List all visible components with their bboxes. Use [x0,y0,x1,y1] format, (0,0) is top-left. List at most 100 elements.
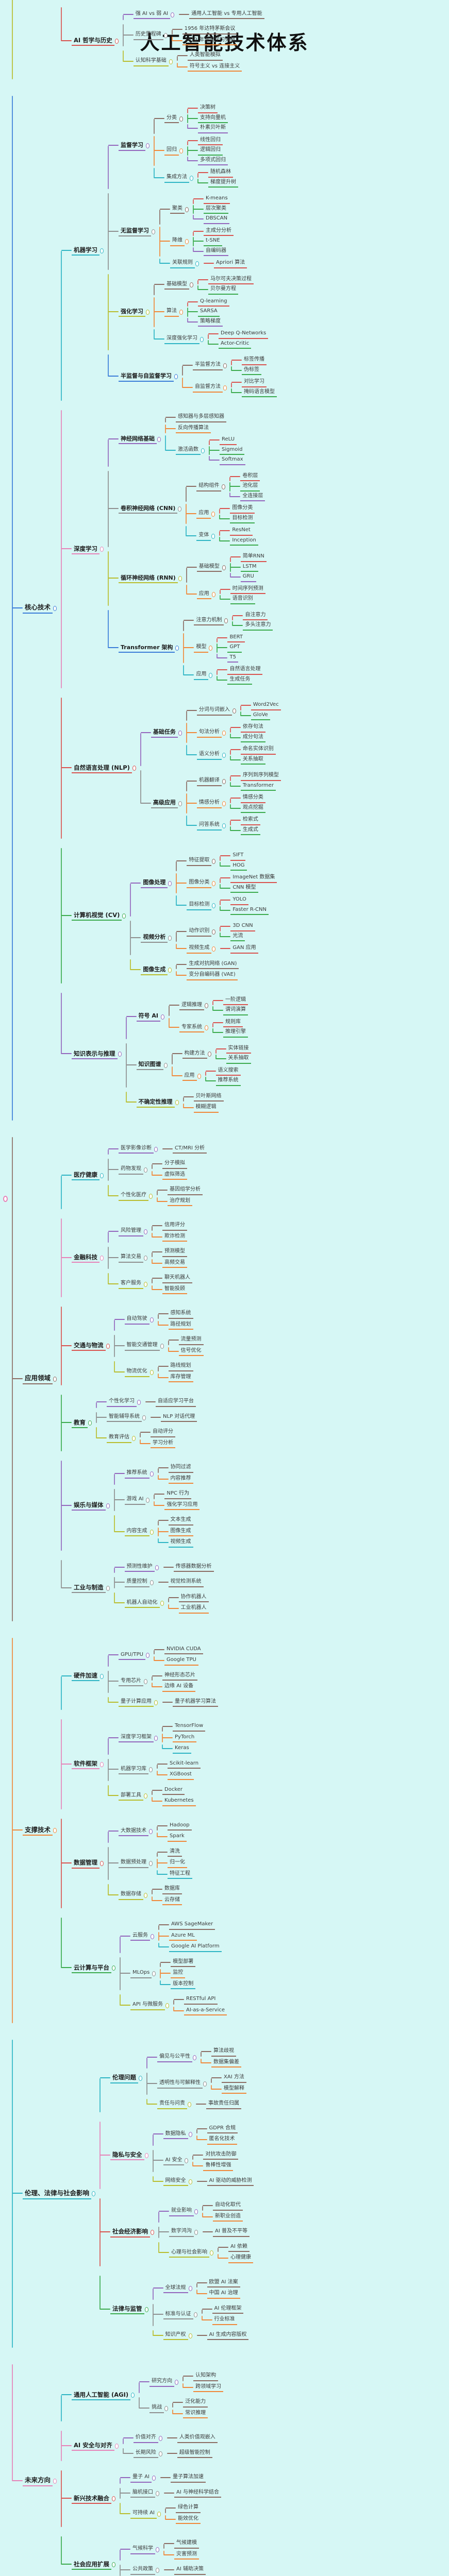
mindmap-node-label[interactable]: 风险管理 [119,1227,144,1236]
mindmap-node-label[interactable]: 深度学习 [72,545,100,554]
mindmap-node-label[interactable]: Deep Q-Networks [219,330,269,339]
branch-collapse-dot[interactable] [212,946,216,952]
branch-collapse-dot[interactable] [156,2490,160,2496]
branch-collapse-dot[interactable] [222,565,226,570]
mindmap-node-label[interactable]: 符号主义 vs 连接主义 [187,63,242,72]
mindmap-node-label[interactable]: DBSCAN [204,215,230,224]
branch-collapse-dot[interactable] [194,2209,198,2214]
mindmap-node-label[interactable]: 分子模拟 [162,1160,188,1169]
mindmap-node-label[interactable]: 循环神经网络 (RNN) [119,574,178,584]
mindmap-node-label[interactable]: 监控 [171,1969,186,1978]
mindmap-node-label[interactable]: PyTorch [173,1734,197,1743]
mindmap-node-label[interactable]: 工业与制造 [72,1583,106,1594]
branch-collapse-dot[interactable] [144,1892,148,1898]
mindmap-node-label[interactable]: 气候建模 [174,2539,199,2549]
mindmap-node-label[interactable]: 模型 [194,643,209,653]
mindmap-node-label[interactable]: Softmax [220,456,245,465]
mindmap-node-label[interactable]: 语义搜索 [215,1067,241,1076]
mindmap-node-label[interactable]: 云服务 [130,1932,151,1941]
mindmap-node-label[interactable]: 支持向量机 [198,114,228,124]
mindmap-node-label[interactable]: 自注意力 [243,612,268,621]
branch-collapse-dot[interactable] [179,310,184,315]
branch-collapse-dot[interactable] [156,2547,160,2552]
branch-collapse-dot[interactable] [188,2102,192,2107]
branch-collapse-dot[interactable] [175,1100,179,1106]
branch-collapse-dot[interactable] [203,2081,207,2087]
branch-collapse-dot[interactable] [168,935,172,941]
mindmap-node-label[interactable]: 模型部署 [171,1958,196,1968]
mindmap-node-label[interactable]: 时间序列预测 [230,585,265,595]
mindmap-node-label[interactable]: 预测性维护 [124,1563,155,1572]
branch-collapse-dot[interactable] [224,618,228,624]
mindmap-node-label[interactable]: 量子算法加速 [170,2473,206,2483]
mindmap-node-label[interactable]: 卷积神经网络 (CNN) [119,504,178,514]
mindmap-node-label[interactable]: 简单RNN [240,553,267,562]
branch-collapse-dot[interactable] [222,823,226,828]
mindmap-node-label[interactable]: 传感器数据分析 [173,1563,214,1572]
mindmap-node-label[interactable]: 数字鸿沟 [169,2228,194,2237]
mindmap-node-label[interactable]: AI 伦理框架 [212,2305,244,2314]
branch-collapse-dot[interactable] [53,605,57,611]
mindmap-node-label[interactable]: 逻辑回归 [198,146,223,156]
mindmap-node-label[interactable]: 神经形态芯片 [162,1672,198,1681]
branch-collapse-dot[interactable] [112,2562,116,2568]
mindmap-node-label[interactable]: AI 普及不平等 [213,2228,250,2237]
mindmap-node-label[interactable]: 新职业创造 [213,2213,243,2222]
branch-collapse-dot[interactable] [100,1761,104,1767]
mindmap-node-label[interactable]: K-means [204,195,230,204]
mindmap-node-label[interactable]: 应用 [182,1072,197,1081]
mindmap-node-label[interactable]: 半监督方法 [193,361,223,370]
mindmap-node-label[interactable]: 未来方向 [23,2476,53,2487]
mindmap-node-label[interactable]: 智能投顾 [162,1285,188,1295]
branch-collapse-dot[interactable] [164,2405,169,2411]
mindmap-node-label[interactable]: 强化学习应用 [164,1501,200,1511]
mindmap-node-label[interactable]: 神经网络基础 [119,435,157,445]
mindmap-node-label[interactable]: 图像分类 [187,879,212,888]
mindmap-node-label[interactable]: 自编码器 [204,247,229,257]
mindmap-node-label[interactable]: ImageNet 数据集 [230,874,277,883]
branch-collapse-dot[interactable] [151,2230,155,2235]
mindmap-node-label[interactable]: 层次聚类 [204,205,229,214]
mindmap-node-label[interactable]: 路线规划 [168,1362,193,1371]
mindmap-node-label[interactable]: 法律与监管 [110,2304,144,2315]
branch-collapse-dot[interactable] [53,2478,57,2484]
mindmap-node-label[interactable]: 库存管理 [168,1374,193,1383]
mindmap-node-label[interactable]: 注意力机制 [194,617,224,625]
branch-collapse-dot[interactable] [188,2179,192,2184]
mindmap-node-label[interactable]: 多项式回归 [198,157,228,166]
branch-collapse-dot[interactable] [160,1601,164,1606]
branch-collapse-dot[interactable] [144,1255,148,1261]
mindmap-node-label[interactable]: 匿名化技术 [207,2136,237,2145]
mindmap-node-label[interactable]: AI 哲学与历史 [72,36,114,46]
mindmap-node-label[interactable]: 变体 [196,532,211,541]
branch-collapse-dot[interactable] [100,1173,104,1178]
mindmap-node-label[interactable]: 医疗健康 [72,1171,100,1181]
branch-collapse-dot[interactable] [222,801,226,806]
mindmap-node-label[interactable]: 透明性与可解释性 [157,2079,203,2089]
mindmap-node-label[interactable]: GloVe [251,711,270,721]
mindmap-node-label[interactable]: 关联规则 [170,259,195,268]
mindmap-node-label[interactable]: 信号优化 [178,1347,204,1357]
mindmap-node-label[interactable]: 自监督方法 [193,383,223,393]
branch-collapse-dot[interactable] [152,229,156,234]
mindmap-node-label[interactable]: Google TPU [164,1656,198,1666]
mindmap-node-label[interactable]: Apriori 算法 [214,259,247,268]
mindmap-node-label[interactable]: 药物发现 [119,1165,144,1175]
mindmap-node-label[interactable]: MLOps [130,1969,152,1978]
mindmap-node-label[interactable]: GPU/TPU [119,1651,145,1660]
mindmap-node-label[interactable]: 计算机视觉 (CV) [72,911,122,921]
mindmap-node-label[interactable]: 全球法规 [163,2284,188,2293]
mindmap-node-label[interactable]: 对抗攻击防御 [203,2151,239,2160]
branch-collapse-dot[interactable] [178,801,182,806]
mindmap-node-label[interactable]: 主成分分析 [204,227,234,236]
mindmap-node-label[interactable]: 数据管理 [72,1858,100,1869]
mindmap-node-label[interactable]: 教育 [72,1418,88,1428]
branch-collapse-dot[interactable] [149,1861,153,1866]
mindmap-node-label[interactable]: 句法分析 [196,728,222,738]
mindmap-node-label[interactable]: 图像分类 [230,504,255,514]
mindmap-node-label[interactable]: 物流优化 [124,1368,149,1377]
mindmap-node-label[interactable]: 工业机器人 [178,1604,209,1614]
mindmap-node-label[interactable]: 特征提取 [187,857,212,866]
branch-collapse-dot[interactable] [179,148,184,154]
mindmap-node-label[interactable]: 知识图谱 [136,1060,163,1071]
